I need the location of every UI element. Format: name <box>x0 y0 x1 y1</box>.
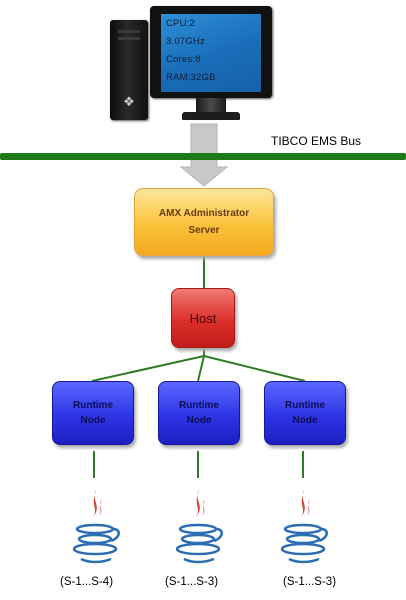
hub-node1-connector <box>91 355 205 382</box>
monitor-icon: CPU:2 3.07GHz Cores:8 RAM:32GB <box>150 6 272 98</box>
spec-clock: 3.07GHz <box>166 36 205 47</box>
services-label-3: (S-1...S-3) <box>283 576 337 588</box>
runtime-node-3-label-1: Runtime <box>285 400 325 411</box>
java-icon <box>280 489 328 564</box>
hub-node2-connector <box>197 355 205 382</box>
hub-node3-connector <box>203 355 306 382</box>
spec-ram: RAM:32GB <box>166 72 216 83</box>
monitor-screen: CPU:2 3.07GHz Cores:8 RAM:32GB <box>161 14 261 92</box>
runtime-node-2-label-2: Node <box>186 415 212 426</box>
monitor-stand <box>196 98 226 112</box>
java-icon <box>72 489 120 564</box>
runtime-node-3-label-2: Node <box>292 415 318 426</box>
runtime-node-2: Runtime Node <box>158 381 240 445</box>
services-label-1: (S-1...S-4) <box>60 576 114 588</box>
host-label: Host <box>189 310 217 326</box>
admin-server-label-2: Server <box>188 225 220 236</box>
runtime-node-1: Runtime Node <box>52 381 134 445</box>
runtime-node-2-label-1: Runtime <box>179 400 219 411</box>
runtime-node-3: Runtime Node <box>264 381 346 445</box>
computer-tower-icon: ❖ <box>110 20 148 120</box>
host-box: Host <box>171 288 235 348</box>
monitor-base <box>182 112 240 120</box>
admin-server-label-1: AMX Administrator <box>158 208 250 219</box>
admin-server-box: AMX Administrator Server <box>134 188 274 256</box>
runtime-node-1-label-2: Node <box>80 415 106 426</box>
runtime-node-1-label-1: Runtime <box>73 400 113 411</box>
ems-bus-line <box>0 153 406 160</box>
spec-cores: Cores:8 <box>166 54 201 65</box>
services-label-2: (S-1...S-3) <box>165 576 219 588</box>
java-icon <box>175 489 223 564</box>
bus-label: TIBCO EMS Bus <box>271 134 362 148</box>
spec-cpu: CPU:2 <box>166 18 195 29</box>
windows-logo-icon: ❖ <box>123 94 135 109</box>
